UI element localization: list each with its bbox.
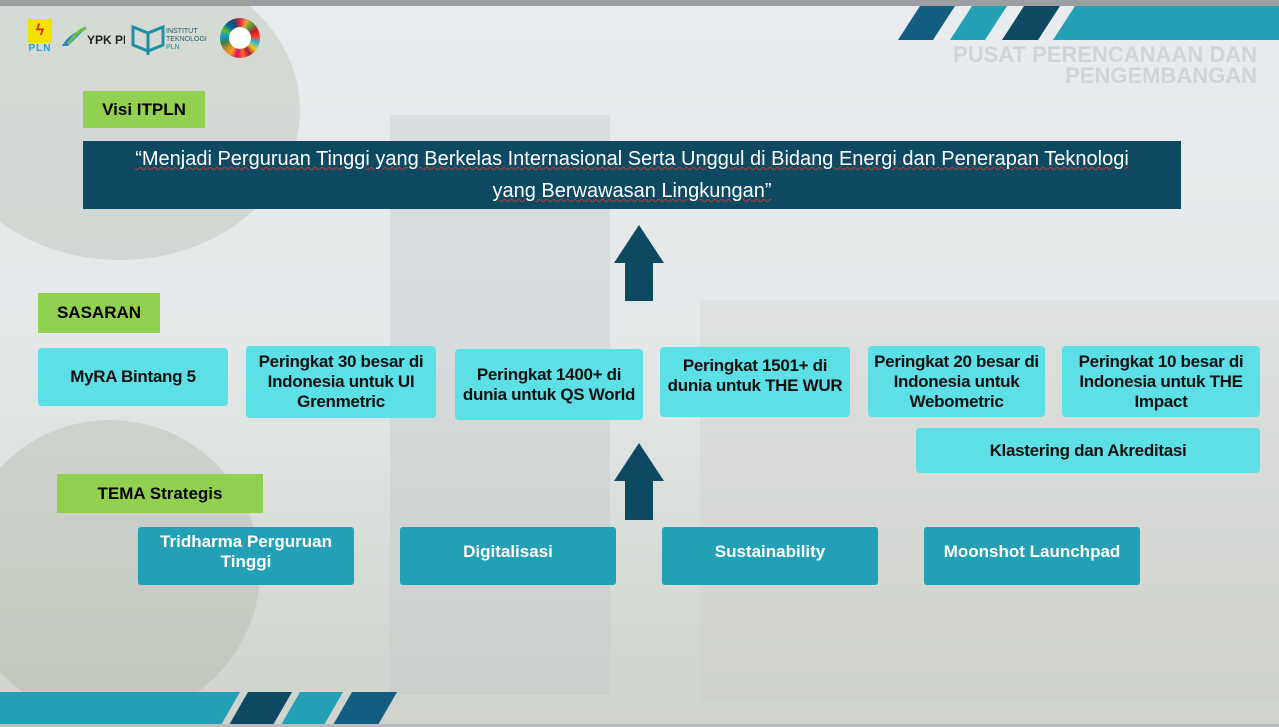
vision-line-1: “Menjadi Perguruan Tinggi yang Berkelas …	[135, 148, 1129, 170]
pln-logo: ϟ PLN	[26, 19, 54, 59]
svg-text:YPK PLN: YPK PLN	[87, 33, 125, 47]
tema-item: Tridharma Perguruan Tinggi	[138, 527, 354, 585]
tema-item: Digitalisasi	[400, 527, 616, 585]
up-arrow-icon	[614, 225, 664, 301]
tema-item: Moonshot Launchpad	[924, 527, 1140, 585]
header-stripes	[898, 6, 1279, 40]
bottom-border	[0, 724, 1279, 727]
vision-statement: “Menjadi Perguruan Tinggi yang Berkelas …	[83, 141, 1181, 209]
sasaran-extra: Klastering dan Akreditasi	[916, 428, 1260, 473]
top-border	[0, 0, 1279, 6]
sasaran-item: Peringkat 10 besar di Indonesia untuk TH…	[1062, 346, 1260, 417]
sasaran-label: SASARAN	[38, 293, 160, 333]
svg-text:PLN: PLN	[166, 44, 180, 51]
unit-watermark: PUSAT PERENCANAAN DAN PENGEMBANGAN	[953, 42, 1257, 88]
sasaran-item: MyRA Bintang 5	[38, 348, 228, 406]
tema-item: Sustainability	[662, 527, 878, 585]
footer-stripes	[0, 692, 397, 725]
ypk-pln-logo: YPK PLN	[60, 26, 139, 48]
sasaran-item: Peringkat 1400+ di dunia untuk QS World	[455, 349, 643, 420]
sdg-logo	[220, 18, 260, 58]
sasaran-item: Peringkat 1501+ di dunia untuk THE WUR	[660, 347, 850, 417]
sasaran-item: Peringkat 30 besar di Indonesia untuk UI…	[246, 346, 436, 418]
visi-label: Visi ITPLN	[83, 91, 205, 128]
tema-label: TEMA Strategis	[57, 474, 263, 513]
vision-line-2: yang Berwawasan Lingkungan”	[492, 180, 772, 202]
svg-text:INSTITUT: INSTITUT	[166, 28, 198, 35]
sasaran-item: Peringkat 20 besar di Indonesia untuk We…	[868, 346, 1045, 417]
up-arrow-icon	[614, 443, 664, 520]
svg-text:TEKNOLOGI: TEKNOLOGI	[166, 36, 207, 43]
